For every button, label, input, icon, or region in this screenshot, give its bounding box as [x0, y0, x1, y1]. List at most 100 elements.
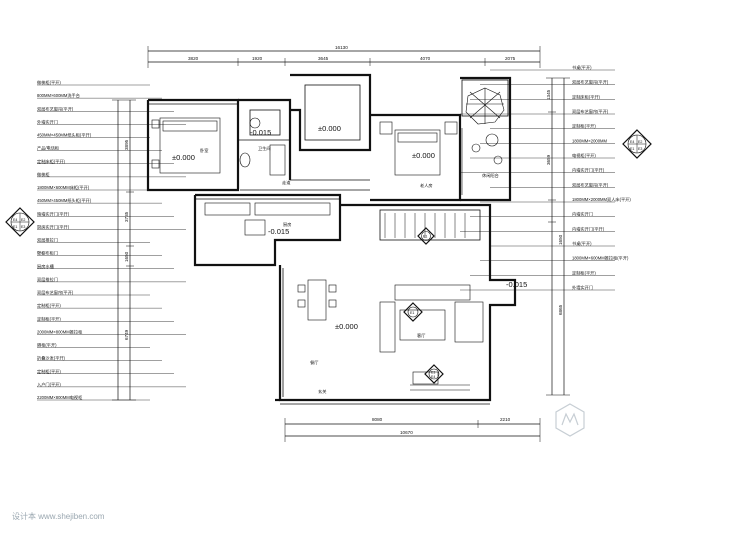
svg-text:E4: E4: [431, 375, 435, 379]
left-dimension-lines: 3895 3735 1650 6749: [112, 99, 136, 401]
right-annotation-label: 定制柜(平开): [572, 269, 596, 276]
svg-text:E3: E3: [21, 225, 25, 229]
dim-top-seg-5: 2075: [505, 56, 516, 61]
left-annotation-label: 定制柜(平开): [37, 368, 61, 375]
room-label-bedroom: 卧室: [200, 147, 208, 154]
dim-bottom-total: 10670: [400, 430, 413, 435]
watermark: 设计本 www.shejiben.com: [12, 511, 105, 521]
dim-left-seg-1: 3895: [124, 139, 129, 150]
right-annotation-label: 双层布艺窗帘(平开): [572, 108, 609, 115]
dining-table: [297, 279, 337, 321]
walls: [146, 73, 517, 402]
right-dimension-lines: 1345 3659 1650 6865: [546, 77, 570, 396]
room-label-master: 老人房: [420, 182, 433, 189]
callout-tag-right: E4 E2 E1 E3: [622, 129, 652, 159]
left-annotation-label: 定制柜(平开): [37, 315, 61, 322]
level-balcony: -0.015: [506, 280, 527, 289]
left-annotation-label: 定制床柜(平开): [37, 158, 66, 165]
right-annotation-label: 1800MM×2000MM双人床(平开): [572, 196, 631, 203]
left-annotation-label: 1800MM×600MM床柜(平开): [37, 184, 90, 191]
left-annotation-label: 暗墙实开门(平开): [37, 210, 70, 217]
left-annotation-label: 做梳柜(平开): [37, 79, 61, 86]
dim-top-seg-1: 3820: [188, 56, 199, 61]
dim-bottom-seg-1: 8080: [372, 417, 383, 422]
staircase: [384, 213, 466, 238]
room-label-living: 客厅: [417, 332, 425, 339]
right-annotation-label: 定制床柜(平开): [572, 93, 601, 100]
right-leader-lines: [460, 69, 615, 291]
right-annotation-label: 外墙实开门: [572, 284, 593, 291]
dim-right-seg-2: 3659: [546, 154, 551, 165]
dim-top-total: 16130: [335, 45, 348, 50]
dim-left-seg-4: 6749: [124, 329, 129, 340]
left-annotation-label: 双层推拉门: [37, 276, 58, 283]
right-annotation-label: 内墙实开门: [572, 211, 593, 218]
right-annotation-label: 电视柜(平开): [572, 152, 596, 159]
kitchen-counter: [204, 202, 331, 236]
svg-text:E4: E4: [13, 218, 17, 222]
callout-tag-left: E4 E2 E1 E3: [5, 207, 35, 237]
master-bed: [379, 121, 463, 195]
left-annotation-label: 产品/电话柜: [37, 145, 59, 152]
top-dimension-lines: 16130 3820 1920 3645 4070 2075: [147, 45, 541, 68]
left-annotation-label: 450MM×450MM纸头柜(平开): [37, 132, 92, 139]
level-bath-left: -0.015: [250, 128, 271, 137]
svg-text:E3: E3: [638, 147, 642, 151]
left-annotation-label: 壁橱布柜门: [37, 250, 58, 257]
dim-right-seg-4: 6865: [558, 304, 563, 315]
dim-top-seg-2: 1920: [252, 56, 263, 61]
callout-tag-stair: E1: [417, 227, 435, 245]
level-kitchen: -0.015: [268, 227, 289, 236]
bottom-dimension-lines: 8080 2210 10670: [284, 417, 541, 442]
room-label-kitchen: 厨房: [283, 221, 291, 228]
left-annotation-label: 800MM×600MM洗手台: [37, 92, 80, 99]
left-annotation-label: 450MM×450MM纸头柜(平开): [37, 197, 92, 204]
callout-tag-bottom: E1 E4: [424, 364, 444, 384]
left-annotation-label: 入户门(平开): [37, 381, 61, 388]
bedroom-bed: [151, 117, 221, 174]
right-annotation-label: 双层布艺窗帘(平开): [572, 181, 609, 188]
svg-text:E1: E1: [431, 371, 435, 375]
dim-left-seg-3: 1650: [124, 251, 129, 262]
svg-text:E1: E1: [423, 235, 427, 239]
dim-bottom-seg-2: 2210: [500, 417, 511, 422]
living-sofa: [379, 284, 484, 391]
room-label-dining: 餐厅: [310, 359, 318, 366]
svg-text:E2: E2: [21, 218, 25, 222]
left-annotation-label: 双层布艺窗帘(平开): [37, 105, 74, 112]
svg-text:E1: E1: [630, 147, 634, 151]
level-bedroom: ±0.000: [172, 153, 195, 162]
left-leader-lines: [37, 84, 186, 401]
left-annotation-label: 2200MM×800MM电视柜: [37, 394, 82, 401]
bath-fixtures: [239, 117, 286, 176]
callout-tag-mid: E1: [403, 302, 423, 322]
watermark-logo-icon: [555, 403, 585, 437]
svg-text:E1: E1: [410, 311, 414, 315]
left-annotation-label: 2000MM×800MM推拉柜: [37, 328, 82, 335]
right-annotation-label: 书桌(平开): [572, 240, 592, 247]
left-annotation-label: 做梳柜: [37, 171, 50, 178]
level-living: ±0.000: [335, 322, 358, 331]
dim-right-seg-1: 1345: [546, 89, 551, 100]
left-annotation-label: 外墙实开门: [37, 118, 58, 125]
svg-text:E2: E2: [638, 140, 642, 144]
room-label-bath: 卫生间: [258, 145, 271, 152]
level-master: ±0.000: [412, 151, 435, 160]
right-annotation-label: 书桌(平开): [572, 64, 592, 71]
left-annotation-label: 厨房实开门(平开): [37, 223, 70, 230]
right-annotation-labels: 书桌(平开) 双层布艺窗帘(平开) 定制床柜(平开) 双层布艺窗帘(平开) 定制柜(平开…: [572, 64, 631, 291]
dim-top-seg-3: 3645: [318, 56, 329, 61]
left-annotation-label: 双层布艺窗帘(平开): [37, 289, 74, 296]
right-annotation-label: 1800MM×600MM推拉柜(平开): [572, 255, 629, 262]
room-label-balcony: 休闲阳台: [482, 172, 499, 179]
room-label-entrance: 玄关: [318, 388, 326, 395]
right-annotation-label: 定制柜(平开): [572, 123, 596, 130]
left-annotation-label: 定制柜(平开): [37, 302, 61, 309]
left-annotation-label: 厨房水槽: [37, 263, 55, 270]
left-annotation-label: 折叠沙发(平开): [37, 355, 66, 362]
thin-walls: [148, 79, 509, 405]
left-annotation-label: 双层推拉门: [37, 237, 58, 244]
